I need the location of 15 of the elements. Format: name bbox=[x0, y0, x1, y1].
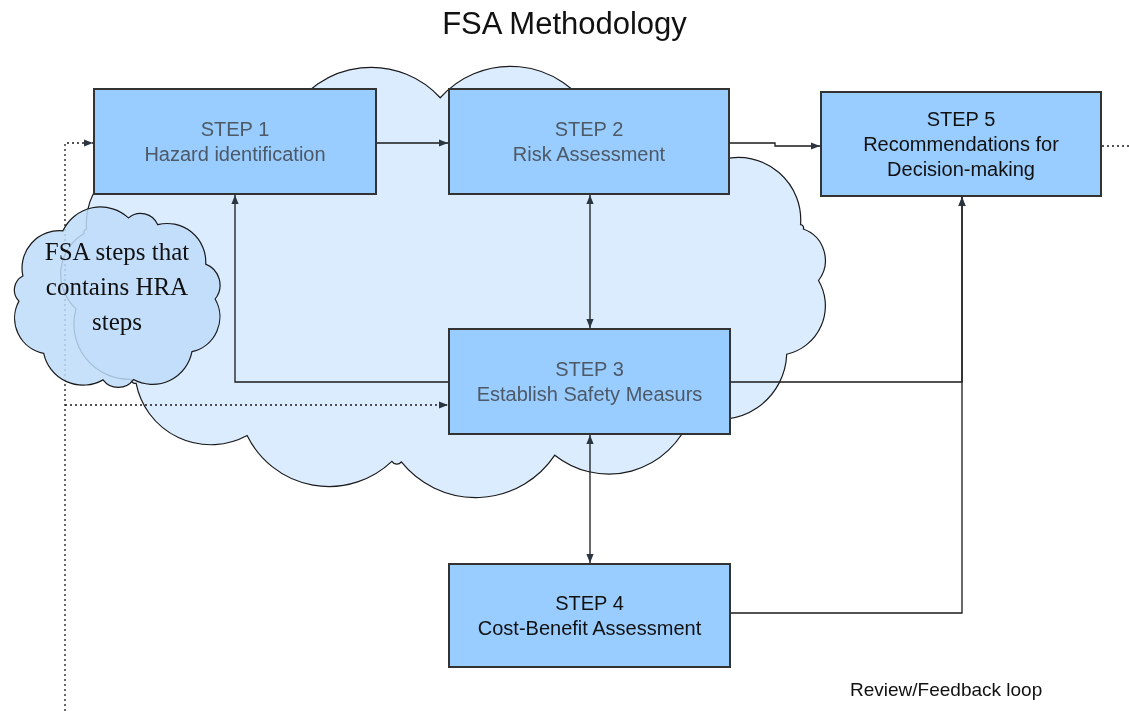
note-label: Review/Feedback loop bbox=[850, 679, 1043, 701]
process-box: STEP 5 Recommendations for Decision-making bbox=[820, 91, 1102, 197]
arrow bbox=[586, 194, 594, 329]
arrow bbox=[64, 401, 449, 409]
arrow bbox=[376, 139, 449, 147]
process-box: STEP 1 Hazard identification bbox=[93, 88, 377, 195]
arrow bbox=[231, 194, 449, 383]
diagram-title: FSA Methodology bbox=[441, 6, 688, 42]
process-box: STEP 3 Establish Safety Measurs bbox=[448, 328, 731, 435]
arrow bbox=[586, 434, 594, 564]
cloud-text: FSA steps that contains HRA steps bbox=[43, 237, 191, 337]
process-box: STEP 2 Risk Assessment bbox=[448, 88, 730, 195]
process-box: STEP 4 Cost-Benefit Assessment bbox=[448, 563, 731, 668]
arrow bbox=[729, 142, 821, 150]
arrow bbox=[730, 196, 966, 614]
